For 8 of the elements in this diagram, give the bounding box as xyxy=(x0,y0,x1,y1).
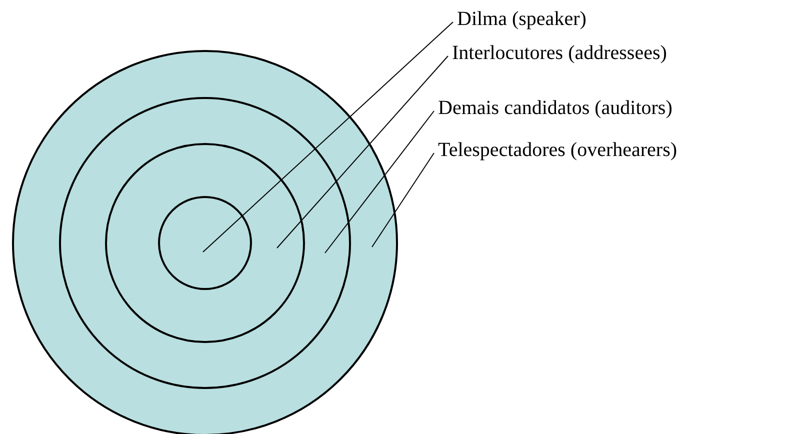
ring-label: Demais candidatos (auditors) xyxy=(438,97,672,120)
leader-line xyxy=(202,22,454,252)
leader-line xyxy=(276,56,448,248)
ring-label: Telespectadores (overhearers) xyxy=(438,139,678,162)
ring-label: Dilma (speaker) xyxy=(457,8,586,31)
ring-label: Interlocutores (addressees) xyxy=(452,42,667,65)
leader-line xyxy=(324,110,434,254)
leader-line xyxy=(372,152,434,248)
